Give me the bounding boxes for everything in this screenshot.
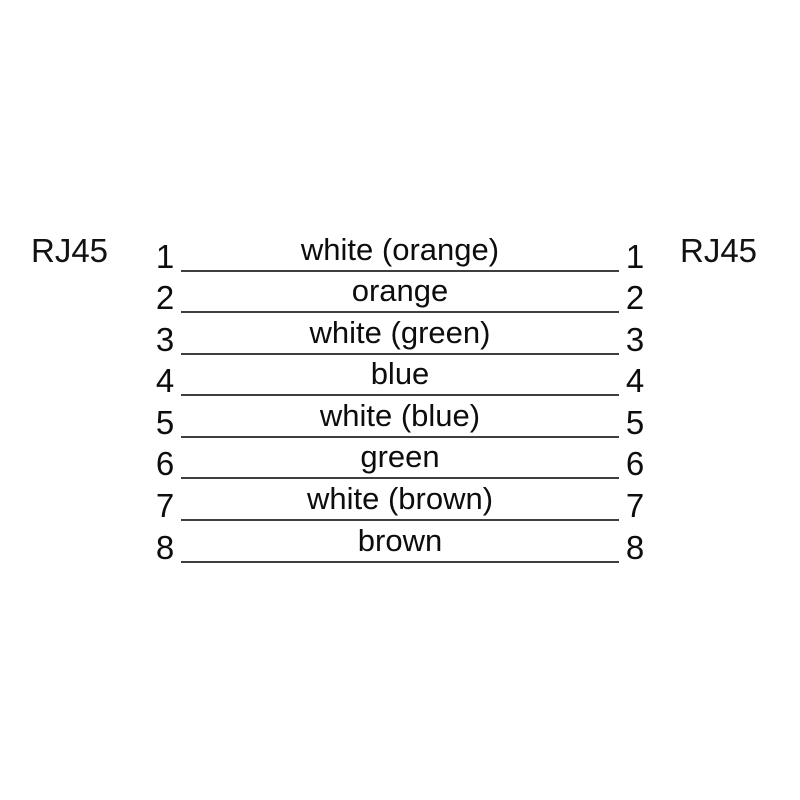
wire-line (181, 561, 619, 563)
pin-number-right: 1 (625, 238, 645, 275)
pin-number-right: 4 (625, 362, 645, 399)
wire-line (181, 270, 619, 272)
connector-label-left: RJ45 (31, 232, 109, 269)
pin-row: blue 4 4 (0, 354, 800, 399)
pin-row: brown 8 8 (0, 521, 800, 566)
pin-number-left: 2 (155, 279, 175, 316)
wire-line (181, 394, 619, 396)
pin-number-left: 8 (155, 529, 175, 566)
pin-number-left: 4 (155, 362, 175, 399)
pin-number-left: 3 (155, 321, 175, 358)
pin-row: white (brown) 7 7 (0, 479, 800, 524)
wire-line (181, 477, 619, 479)
pin-number-right: 6 (625, 445, 645, 482)
pin-number-right: 3 (625, 321, 645, 358)
pin-row: white (green) 3 3 (0, 313, 800, 358)
pin-row: white (orange) 1 1 (0, 230, 800, 275)
pin-number-left: 1 (155, 238, 175, 275)
wire-color-label: white (green) (309, 315, 491, 350)
wire-line (181, 311, 619, 313)
pin-number-left: 5 (155, 404, 175, 441)
wire-line (181, 436, 619, 438)
wire-color-label: white (orange) (300, 232, 500, 267)
wire-color-label: white (blue) (319, 398, 481, 433)
wire-color-label: brown (357, 523, 443, 558)
wire-line (181, 353, 619, 355)
pin-number-left: 6 (155, 445, 175, 482)
pin-number-left: 7 (155, 487, 175, 524)
pin-number-right: 8 (625, 529, 645, 566)
pin-number-right: 2 (625, 279, 645, 316)
pin-row: green 6 6 (0, 437, 800, 482)
pin-row: white (blue) 5 5 (0, 396, 800, 441)
pin-number-right: 7 (625, 487, 645, 524)
connector-label-right: RJ45 (680, 232, 758, 269)
wire-color-label: white (brown) (306, 481, 494, 516)
wire-color-label: green (360, 439, 440, 474)
pin-number-right: 5 (625, 404, 645, 441)
wire-color-label: orange (351, 273, 449, 308)
wire-line (181, 519, 619, 521)
pin-row: orange 2 2 (0, 271, 800, 316)
wire-color-label: blue (370, 356, 430, 391)
